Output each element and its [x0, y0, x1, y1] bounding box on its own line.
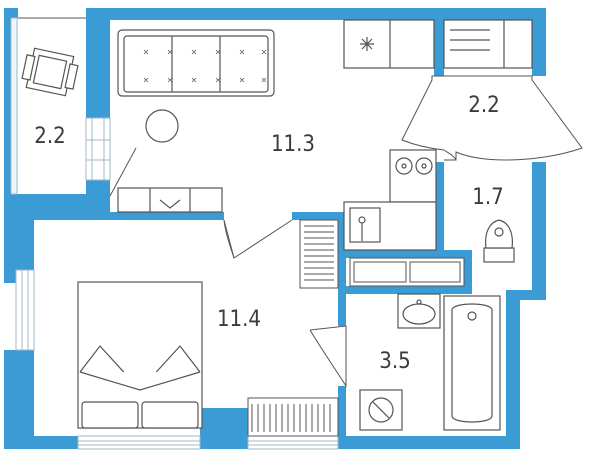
toilet-bowl	[483, 219, 515, 263]
balcony-chair	[21, 47, 79, 97]
interior-lines	[18, 17, 583, 388]
tv-stand	[117, 187, 223, 213]
round-table	[145, 109, 179, 143]
kitchen-sink	[343, 201, 437, 251]
washing-machine	[359, 389, 403, 431]
view-line	[109, 147, 137, 197]
washbasin	[397, 293, 441, 329]
room-area-bathroom: 3.5	[379, 349, 410, 374]
bath-cabinet	[349, 257, 465, 287]
room-area-balcony: 2.2	[34, 124, 65, 149]
wardrobe-corridor	[299, 219, 339, 289]
sofa-pattern	[143, 49, 267, 83]
bathtub	[443, 295, 501, 431]
room-area-toilet: 1.7	[472, 185, 503, 210]
walls	[4, 8, 546, 449]
kitchen-counter	[343, 19, 435, 69]
room-area-hall: 2.2	[468, 93, 499, 118]
hob	[389, 149, 437, 203]
room-area-bedroom: 11.4	[217, 307, 261, 332]
fridge	[443, 19, 533, 69]
bedside-wardrobe	[247, 397, 339, 437]
room-area-living-kitchen: 11.3	[271, 132, 315, 157]
bed	[77, 281, 203, 429]
windows	[10, 17, 339, 450]
sofa	[117, 29, 275, 97]
